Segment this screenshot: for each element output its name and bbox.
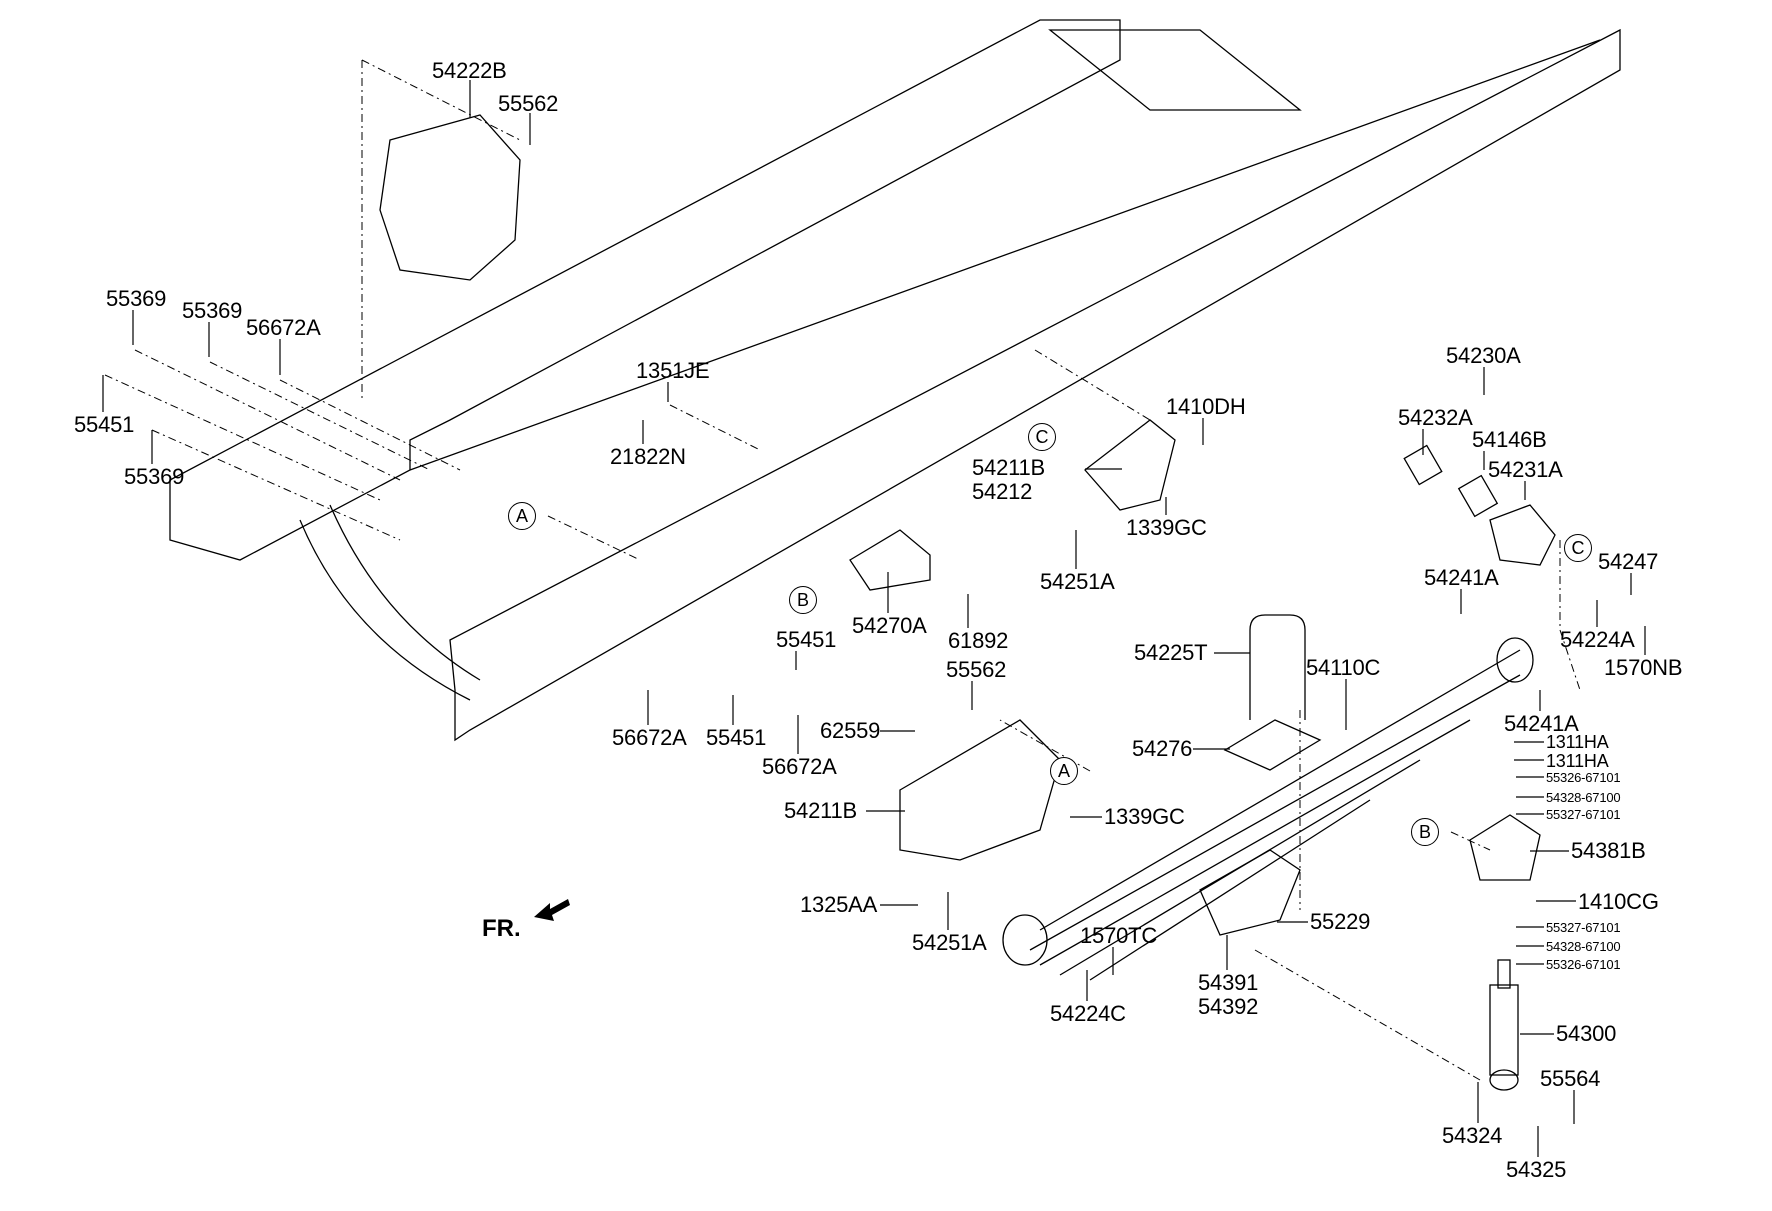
part-label-54241a[interactable]: 54241A [1504,711,1579,736]
part-label-1311ha[interactable]: 1311HA [1546,732,1609,752]
part-label-55451[interactable]: 55451 [706,725,767,750]
part-label-54211b[interactable]: 54211B [784,798,858,823]
part-label-56672a[interactable]: 56672A [246,315,321,340]
part-label-55369[interactable]: 55369 [106,286,167,311]
frame-rail-left [169,19,1121,561]
u-bolt [1249,614,1306,720]
part-label-54224c[interactable]: 54224C [1050,1001,1126,1026]
shackle [1489,504,1556,566]
shock-absorber [1489,959,1519,1091]
axle-seat [1199,849,1301,936]
front-direction-label: FR. [482,915,521,942]
part-label-54328-67100[interactable]: 54328-67100 [1546,790,1621,805]
part-label-54222b[interactable]: 54222B [432,58,507,83]
part-label-54247[interactable]: 54247 [1598,549,1659,574]
part-label-55326-67101[interactable]: 55326-67101 [1546,770,1621,785]
leader-lines [102,80,1646,1157]
spring-pad [1223,719,1322,771]
part-label-54392[interactable]: 54392 [1198,994,1259,1019]
rear-hanger-bracket [379,114,521,281]
part-label-55451[interactable]: 55451 [74,412,135,437]
bump-stopper [849,529,931,591]
ref-marker-a[interactable]: A [508,502,536,530]
part-label-54325[interactable]: 54325 [1506,1157,1567,1182]
part-label-54300[interactable]: 54300 [1556,1021,1617,1046]
part-label-54391[interactable]: 54391 [1198,970,1259,995]
part-label-1410dh[interactable]: 1410DH [1166,394,1246,419]
part-label-1311ha[interactable]: 1311HA [1546,751,1609,771]
part-label-54276[interactable]: 54276 [1132,736,1193,761]
part-label-55564[interactable]: 55564 [1540,1066,1601,1091]
part-label-54232a[interactable]: 54232A [1398,405,1473,430]
ref-marker-c[interactable]: C [1028,423,1056,451]
part-label-55327-67101[interactable]: 55327-67101 [1546,807,1621,822]
frame-curve [299,519,471,701]
part-label-54212[interactable]: 54212 [972,479,1033,504]
part-label-1325aa[interactable]: 1325AA [800,892,878,917]
ref-marker-c[interactable]: C [1564,534,1592,562]
part-label-54231a[interactable]: 54231A [1488,457,1563,482]
part-label-1570nb[interactable]: 1570NB [1604,655,1683,680]
frame-rail-right [449,28,1621,742]
part-label-61892[interactable]: 61892 [948,628,1009,653]
part-label-54251a[interactable]: 54251A [912,930,987,955]
part-label-54146b[interactable]: 54146B [1472,427,1547,452]
part-label-55229[interactable]: 55229 [1310,909,1371,934]
part-label-1339gc[interactable]: 1339GC [1104,804,1185,829]
part-label-56672a[interactable]: 56672A [612,725,687,750]
part-label-54328-67100[interactable]: 54328-67100 [1546,939,1621,954]
part-label-54230a[interactable]: 54230A [1446,343,1521,368]
part-label-54241a[interactable]: 54241A [1424,565,1499,590]
ref-marker-b[interactable]: B [789,586,817,614]
part-label-54270a[interactable]: 54270A [852,613,927,638]
part-label-56672a[interactable]: 56672A [762,754,837,779]
part-label-54381b[interactable]: 54381B [1571,838,1646,863]
part-label-21822n[interactable]: 21822N [610,444,686,469]
part-label-54224a[interactable]: 54224A [1560,627,1635,652]
front-hanger-bracket [899,719,1061,861]
crossmember [1048,29,1302,111]
part-label-55327-67101[interactable]: 55327-67101 [1546,920,1621,935]
part-label-1570tc[interactable]: 1570TC [1080,923,1158,948]
part-label-62559[interactable]: 62559 [820,718,881,743]
part-label-54251a[interactable]: 54251A [1040,569,1115,594]
part-label-1339gc[interactable]: 1339GC [1126,515,1207,540]
part-label-54110c[interactable]: 54110C [1306,655,1381,680]
part-label-55562[interactable]: 55562 [946,657,1007,682]
part-label-1410cg[interactable]: 1410CG [1578,889,1659,914]
ref-marker-b[interactable]: B [1411,818,1439,846]
part-label-55369[interactable]: 55369 [182,298,243,323]
part-label-55451[interactable]: 55451 [776,627,837,652]
shackle-bracket-c [1084,419,1176,511]
part-label-54225t[interactable]: 54225T [1134,640,1208,665]
front-direction-arrow-icon [534,899,570,921]
shock-mount-bracket [1469,814,1541,881]
part-label-55326-67101[interactable]: 55326-67101 [1546,957,1621,972]
ref-marker-a[interactable]: A [1050,757,1078,785]
part-label-55369[interactable]: 55369 [124,464,185,489]
part-label-1351je[interactable]: 1351JE [636,358,710,383]
part-label-54324[interactable]: 54324 [1442,1123,1503,1148]
part-label-55562[interactable]: 55562 [498,91,559,116]
part-label-54211b[interactable]: 54211B [972,455,1046,480]
